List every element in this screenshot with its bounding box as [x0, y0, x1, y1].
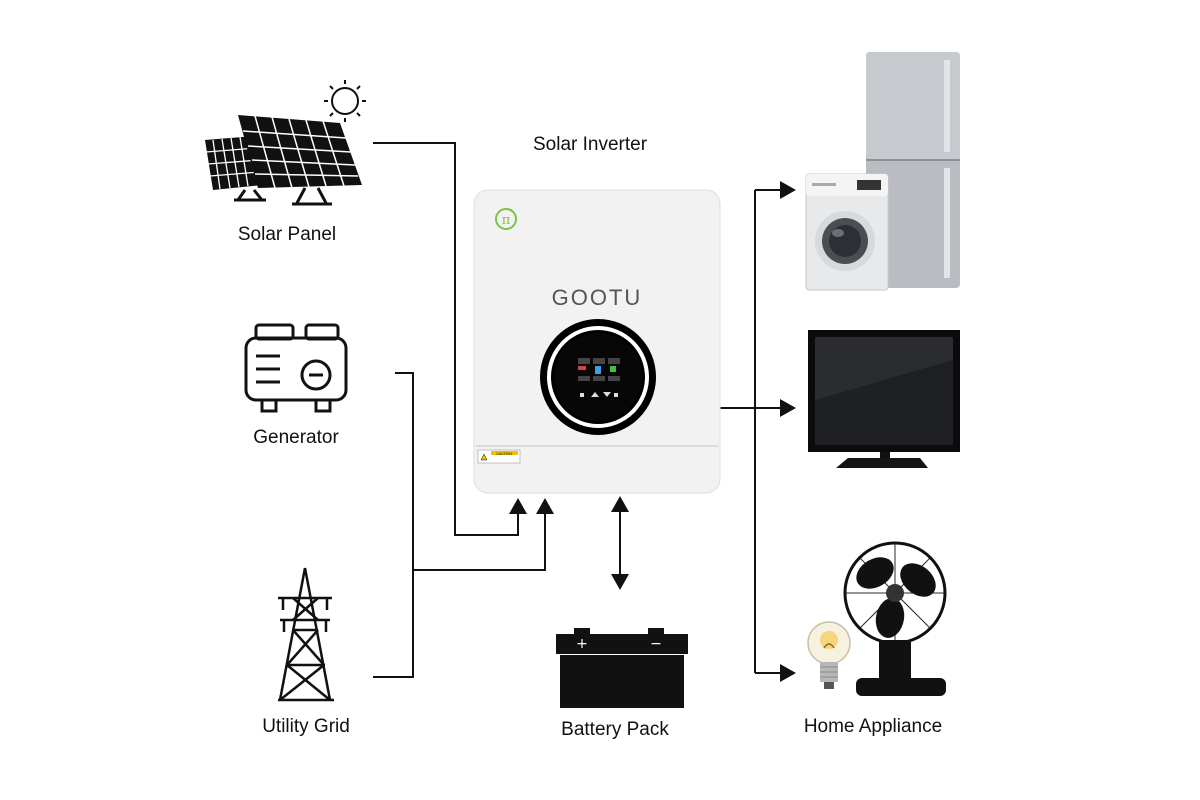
grid-merge-line [413, 512, 546, 571]
arrow-fridge-icon [780, 181, 796, 199]
utility-grid-label: Utility Grid [262, 716, 350, 737]
svg-text:−: − [650, 636, 662, 652]
generator-icon [244, 323, 348, 413]
television-icon [808, 330, 960, 468]
svg-text:π: π [502, 213, 511, 228]
refrigerator-washer-icon [805, 52, 960, 291]
arrow-solar-icon [509, 498, 527, 514]
solar-panel-icon [205, 80, 366, 206]
arrowheads [509, 181, 796, 682]
generator-line [373, 372, 414, 678]
inverter-device: π GOOTU [473, 189, 721, 494]
generator-label: Generator [253, 427, 339, 448]
connection-lines [373, 142, 780, 678]
transmission-tower-icon [278, 567, 334, 702]
svg-text:+: + [576, 636, 588, 652]
svg-text:CAUTION: CAUTION [496, 452, 512, 456]
pi-logo-icon: π [495, 208, 517, 230]
battery-pack-label: Battery Pack [561, 719, 669, 740]
arrow-grid-icon [536, 498, 554, 514]
solar-panel-label: Solar Panel [237, 224, 337, 245]
display-screen [540, 319, 656, 435]
diagram-title: Solar Inverter [533, 134, 648, 155]
arrow-battery-down-icon [611, 574, 629, 590]
home-appliance-label: Home Appliance [803, 716, 943, 737]
sun-icon [324, 80, 366, 122]
fan-bulb-icon [807, 541, 947, 696]
battery-icon: + − [556, 628, 688, 708]
arrow-tv-icon [780, 399, 796, 417]
arrow-home-icon [780, 664, 796, 682]
solar-line [373, 142, 519, 536]
caution-label: CAUTION [477, 449, 521, 464]
brand-logo: GOOTU [552, 285, 643, 310]
arrow-battery-up-icon [611, 496, 629, 512]
